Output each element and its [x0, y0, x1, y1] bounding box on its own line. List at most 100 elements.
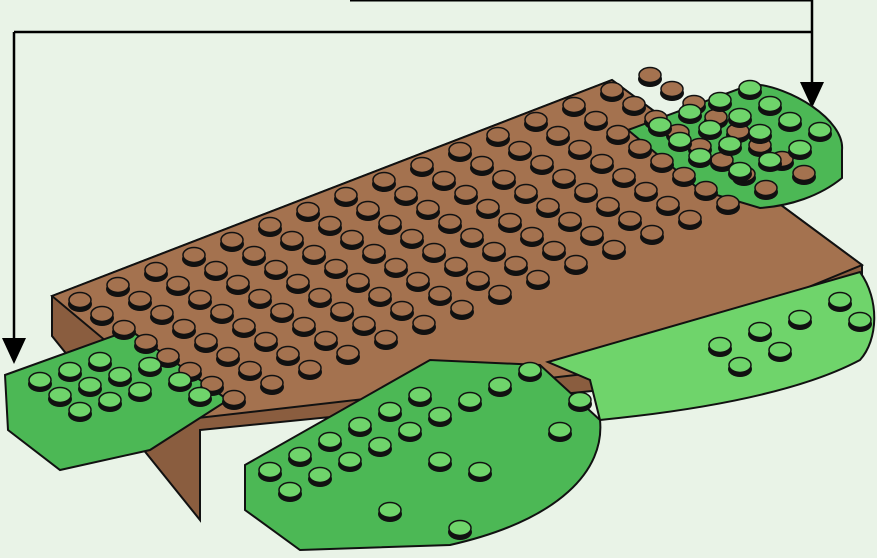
stud [394, 187, 418, 207]
stud [694, 182, 718, 202]
arrowhead-left [2, 338, 26, 364]
stud [106, 278, 130, 298]
stud [406, 273, 430, 293]
stud [298, 361, 322, 381]
stud [562, 98, 586, 118]
stud [352, 317, 376, 337]
stud [128, 292, 152, 312]
stud [466, 272, 490, 292]
stud [638, 68, 662, 88]
stud [416, 201, 440, 221]
stud [98, 393, 122, 413]
stud [346, 274, 370, 294]
stud [718, 137, 742, 157]
stud [330, 303, 354, 323]
stud [504, 257, 528, 277]
stud [520, 228, 544, 248]
stud [378, 216, 402, 236]
stud [758, 97, 782, 117]
stud [688, 149, 712, 169]
stud [144, 263, 168, 283]
stud [410, 158, 434, 178]
stud [708, 338, 732, 358]
stud [58, 363, 82, 383]
stud [340, 231, 364, 251]
stud [168, 373, 192, 393]
stud [260, 376, 284, 396]
stud [150, 306, 174, 326]
stud [738, 81, 762, 101]
stud [422, 244, 446, 264]
stud [486, 128, 510, 148]
stud [526, 271, 550, 291]
stud [264, 261, 288, 281]
stud [166, 277, 190, 297]
stud [678, 211, 702, 231]
stud [552, 170, 576, 190]
stud [728, 109, 752, 129]
stud [88, 353, 112, 373]
stud [220, 233, 244, 253]
stud [668, 133, 692, 153]
stud [482, 243, 506, 263]
stud [648, 118, 672, 138]
stud [788, 311, 812, 331]
stud [378, 403, 402, 423]
stud [574, 184, 598, 204]
stud [338, 453, 362, 473]
stud [188, 291, 212, 311]
stud [134, 335, 158, 355]
stud [172, 320, 196, 340]
stud [318, 217, 342, 237]
stud [678, 105, 702, 125]
stud [448, 143, 472, 163]
stud [438, 215, 462, 235]
stud [728, 163, 752, 183]
stud [768, 343, 792, 363]
stud [428, 287, 452, 307]
stud [748, 323, 772, 343]
stud [372, 173, 396, 193]
stud [324, 260, 348, 280]
stud [68, 403, 92, 423]
stud [606, 126, 630, 146]
stud [112, 321, 136, 341]
stud [590, 155, 614, 175]
stud [564, 256, 588, 276]
stud [270, 304, 294, 324]
stud [216, 348, 240, 368]
stud [488, 378, 512, 398]
stud [356, 202, 380, 222]
stud [428, 453, 452, 473]
stud [368, 438, 392, 458]
stud [314, 332, 338, 352]
stud [188, 388, 212, 408]
stud [558, 213, 582, 233]
stud [514, 185, 538, 205]
stud [384, 259, 408, 279]
stud [808, 123, 832, 143]
stud [78, 378, 102, 398]
stud [530, 156, 554, 176]
stud [672, 168, 696, 188]
stud [362, 245, 386, 265]
stud [398, 423, 422, 443]
stud [596, 198, 620, 218]
stud [792, 166, 816, 186]
stud [408, 388, 432, 408]
stud [580, 227, 604, 247]
stud [498, 214, 522, 234]
stud [460, 229, 484, 249]
stud [412, 316, 436, 336]
stud [138, 358, 162, 378]
stud [628, 140, 652, 160]
stud [650, 154, 674, 174]
stud [336, 346, 360, 366]
stud [488, 286, 512, 306]
stud [390, 302, 414, 322]
stud [374, 331, 398, 351]
stud [232, 319, 256, 339]
stud [618, 212, 642, 232]
stud [226, 276, 250, 296]
